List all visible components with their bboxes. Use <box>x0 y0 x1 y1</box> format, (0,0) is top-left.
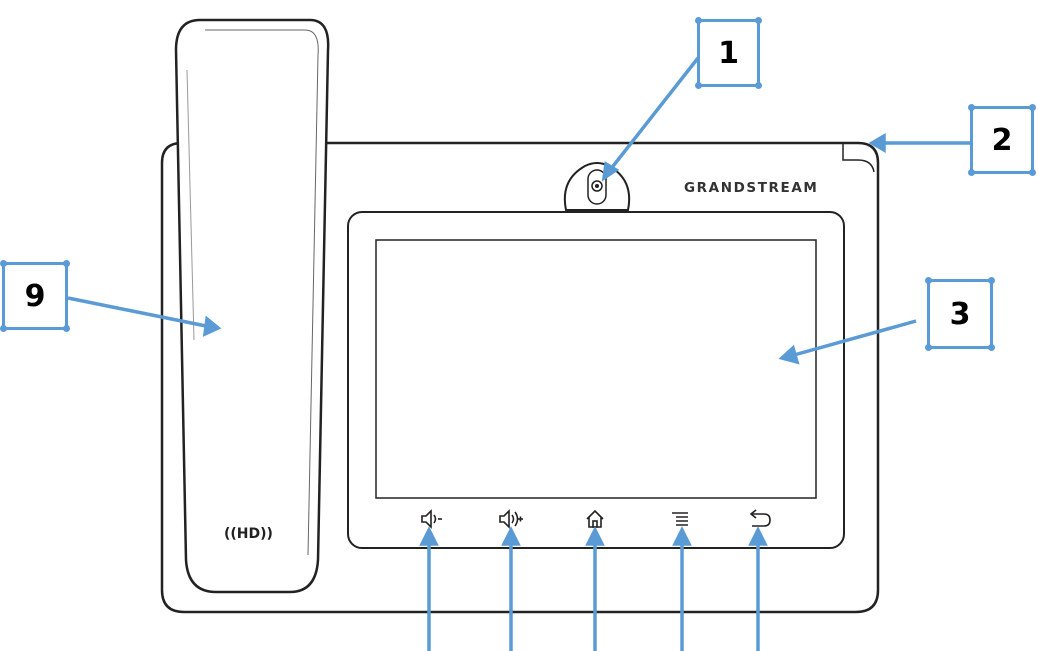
callout-label: 9 <box>24 278 46 314</box>
back-icon[interactable] <box>749 509 771 527</box>
handset[interactable] <box>174 18 330 594</box>
callout-arrows <box>67 56 970 651</box>
callout-3: 3 <box>925 277 995 351</box>
mwi-corner <box>842 143 875 173</box>
volume-up-icon[interactable] <box>499 509 523 529</box>
callout-label: 1 <box>718 35 739 71</box>
callout-2: 2 <box>968 104 1036 176</box>
lcd-screen[interactable] <box>375 239 817 499</box>
hd-logo: ((HD)) <box>224 526 273 542</box>
callout-label: 3 <box>949 296 971 332</box>
volume-down-icon[interactable] <box>421 509 442 529</box>
brand-logo: GRANDSTREAM <box>684 180 819 196</box>
callout-label: 2 <box>991 122 1013 158</box>
menu-icon[interactable] <box>672 512 688 526</box>
callout-9: 9 <box>0 260 70 332</box>
callout-1: 1 <box>695 17 762 89</box>
